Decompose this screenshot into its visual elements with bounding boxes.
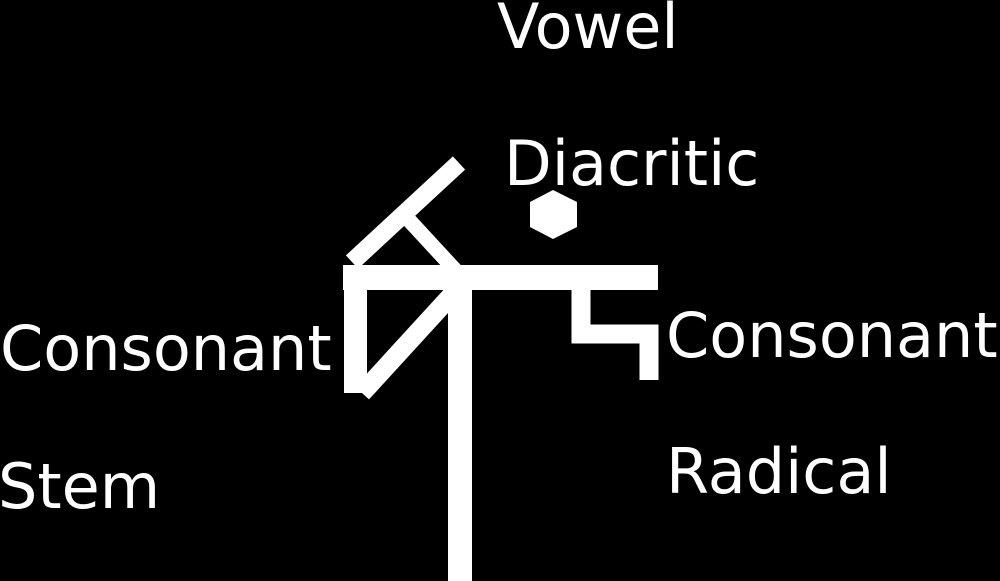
radical-label: Radical [666,435,892,508]
diacritic-label: Diacritic [504,127,760,200]
stem-branch-stroke [402,213,462,277]
consonant-left-label: Consonant [0,312,332,385]
consonant-left-diagonal-stroke [354,280,467,400]
vowel-diagonal-stroke [345,156,466,269]
consonant-right-label: Consonant [666,299,998,372]
diacritic-hexagon-icon [530,190,577,239]
stem-label: Stem [0,450,161,523]
vowel-label: Vowel [497,0,679,63]
radical-hook-stroke [571,289,659,380]
